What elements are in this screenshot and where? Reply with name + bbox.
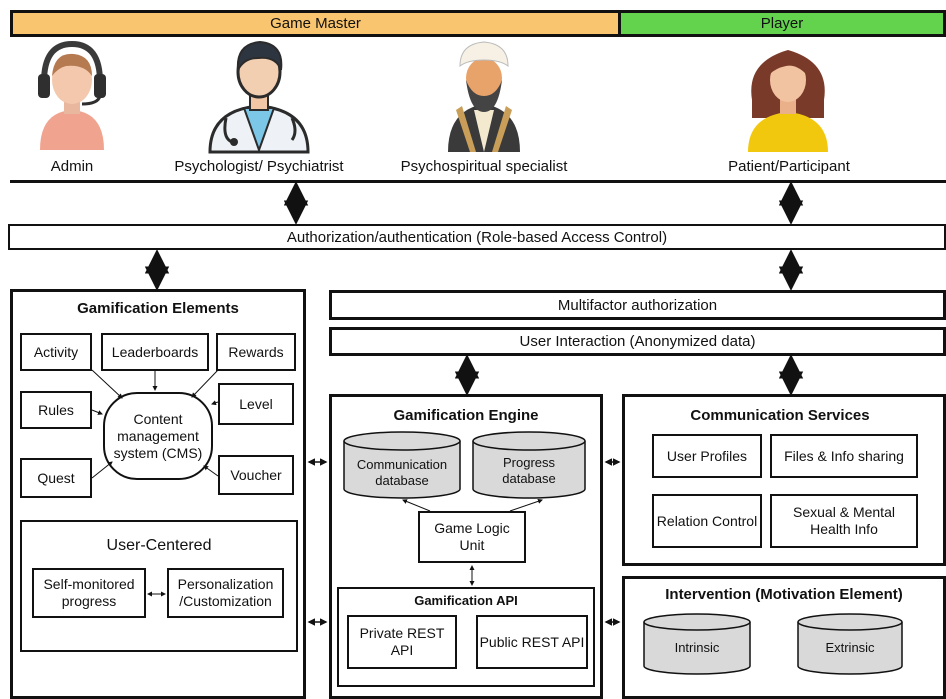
communication-services-title: Communication Services	[690, 407, 870, 424]
cms-node: Content management system (CMS)	[103, 392, 213, 480]
connector-logic-commdb	[402, 499, 431, 512]
leaderboards-box: Leaderboards	[101, 333, 209, 371]
files-sharing-label: Files & Info sharing	[784, 447, 904, 464]
connector-quest-cms	[91, 461, 113, 479]
public-api-box: Public REST API	[476, 615, 588, 669]
actors-divider	[10, 180, 946, 183]
rewards-box: Rewards	[216, 333, 296, 371]
personalization-label: Personalization /Customization	[177, 576, 274, 609]
activity-label: Activity	[33, 343, 79, 360]
self-monitored-box: Self-monitored progress	[32, 568, 146, 618]
user-profiles-box: User Profiles	[652, 434, 762, 478]
connector-activity-cms	[91, 369, 123, 399]
connector-voucher-cms	[203, 465, 219, 477]
connector-rules-cms	[91, 409, 103, 415]
private-api-label: Private REST API	[359, 625, 445, 658]
game-logic-box: Game Logic Unit	[418, 511, 526, 563]
gamification-engine-title: Gamification Engine	[393, 407, 539, 424]
relation-control-box: Relation Control	[652, 494, 762, 548]
player-label: Player	[760, 15, 804, 32]
extrinsic-label: Extrinsic	[825, 640, 875, 655]
voucher-label: Voucher	[230, 466, 282, 483]
communication-database-label: Communication database	[356, 457, 448, 488]
public-api-label: Public REST API	[479, 633, 585, 650]
admin-headset-avatar-icon	[38, 40, 106, 150]
intrinsic-cylinder	[643, 613, 751, 675]
game-master-label: Game Master	[270, 15, 361, 32]
extrinsic-cylinder	[797, 613, 903, 675]
level-label: Level	[239, 395, 273, 412]
psychospiritual-specialist-avatar-icon	[448, 41, 520, 152]
actor-label-psychospiritual: Psychospiritual specialist	[400, 158, 568, 175]
progress-database-cylinder	[472, 431, 586, 499]
files-sharing-box: Files & Info sharing	[770, 434, 918, 478]
user-interaction-label: User Interaction (Anonymized data)	[519, 333, 756, 350]
private-api-box: Private REST API	[347, 615, 457, 669]
player-bar: Player	[618, 10, 946, 37]
sexual-health-label: Sexual & Mental Health Info	[793, 504, 895, 537]
intervention-title: Intervention (Motivation Element)	[665, 586, 903, 603]
multifactor-bar: Multifactor authorization	[329, 290, 946, 320]
rules-box: Rules	[20, 391, 92, 429]
patient-woman-avatar-icon	[748, 50, 828, 152]
multifactor-label: Multifactor authorization	[557, 296, 718, 314]
cms-label: Content management system (CMS)	[113, 410, 203, 461]
rewards-label: Rewards	[228, 343, 284, 360]
quest-box: Quest	[20, 458, 92, 498]
voucher-box: Voucher	[218, 455, 294, 495]
rules-label: Rules	[38, 401, 74, 418]
connector-logic-progressdb	[509, 498, 543, 512]
intrinsic-label: Intrinsic	[674, 640, 720, 655]
actor-label-admin: Admin	[50, 158, 94, 175]
actor-label-patient: Patient/Participant	[728, 158, 850, 175]
level-box: Level	[218, 383, 294, 425]
gamification-elements-title: Gamification Elements	[77, 300, 239, 317]
personalization-box: Personalization /Customization	[167, 568, 284, 618]
psychologist-doctor-avatar-icon	[208, 40, 310, 154]
gamification-api-title: Gamification API	[414, 593, 518, 608]
actor-label-psychologist: Psychologist/ Psychiatrist	[174, 158, 344, 175]
sexual-health-box: Sexual & Mental Health Info	[770, 494, 918, 548]
activity-box: Activity	[20, 333, 92, 371]
game-master-bar: Game Master	[10, 10, 621, 37]
leaderboards-label: Leaderboards	[111, 343, 199, 360]
game-logic-label: Game Logic Unit	[434, 520, 510, 553]
connector-rewards-cms	[191, 369, 219, 398]
communication-database-cylinder	[343, 431, 461, 499]
user-centered-title: User-Centered	[106, 537, 212, 554]
quest-label: Quest	[37, 469, 75, 486]
progress-database-label: Progress database	[502, 455, 556, 486]
auth-label: Authorization/authentication (Role-based…	[286, 228, 668, 246]
user-interaction-bar: User Interaction (Anonymized data)	[329, 327, 946, 356]
connector-level-cms	[211, 400, 219, 406]
relation-control-label: Relation Control	[656, 512, 758, 529]
user-profiles-label: User Profiles	[666, 447, 748, 464]
auth-bar: Authorization/authentication (Role-based…	[8, 224, 946, 250]
self-monitored-label: Self-monitored progress	[43, 576, 135, 609]
